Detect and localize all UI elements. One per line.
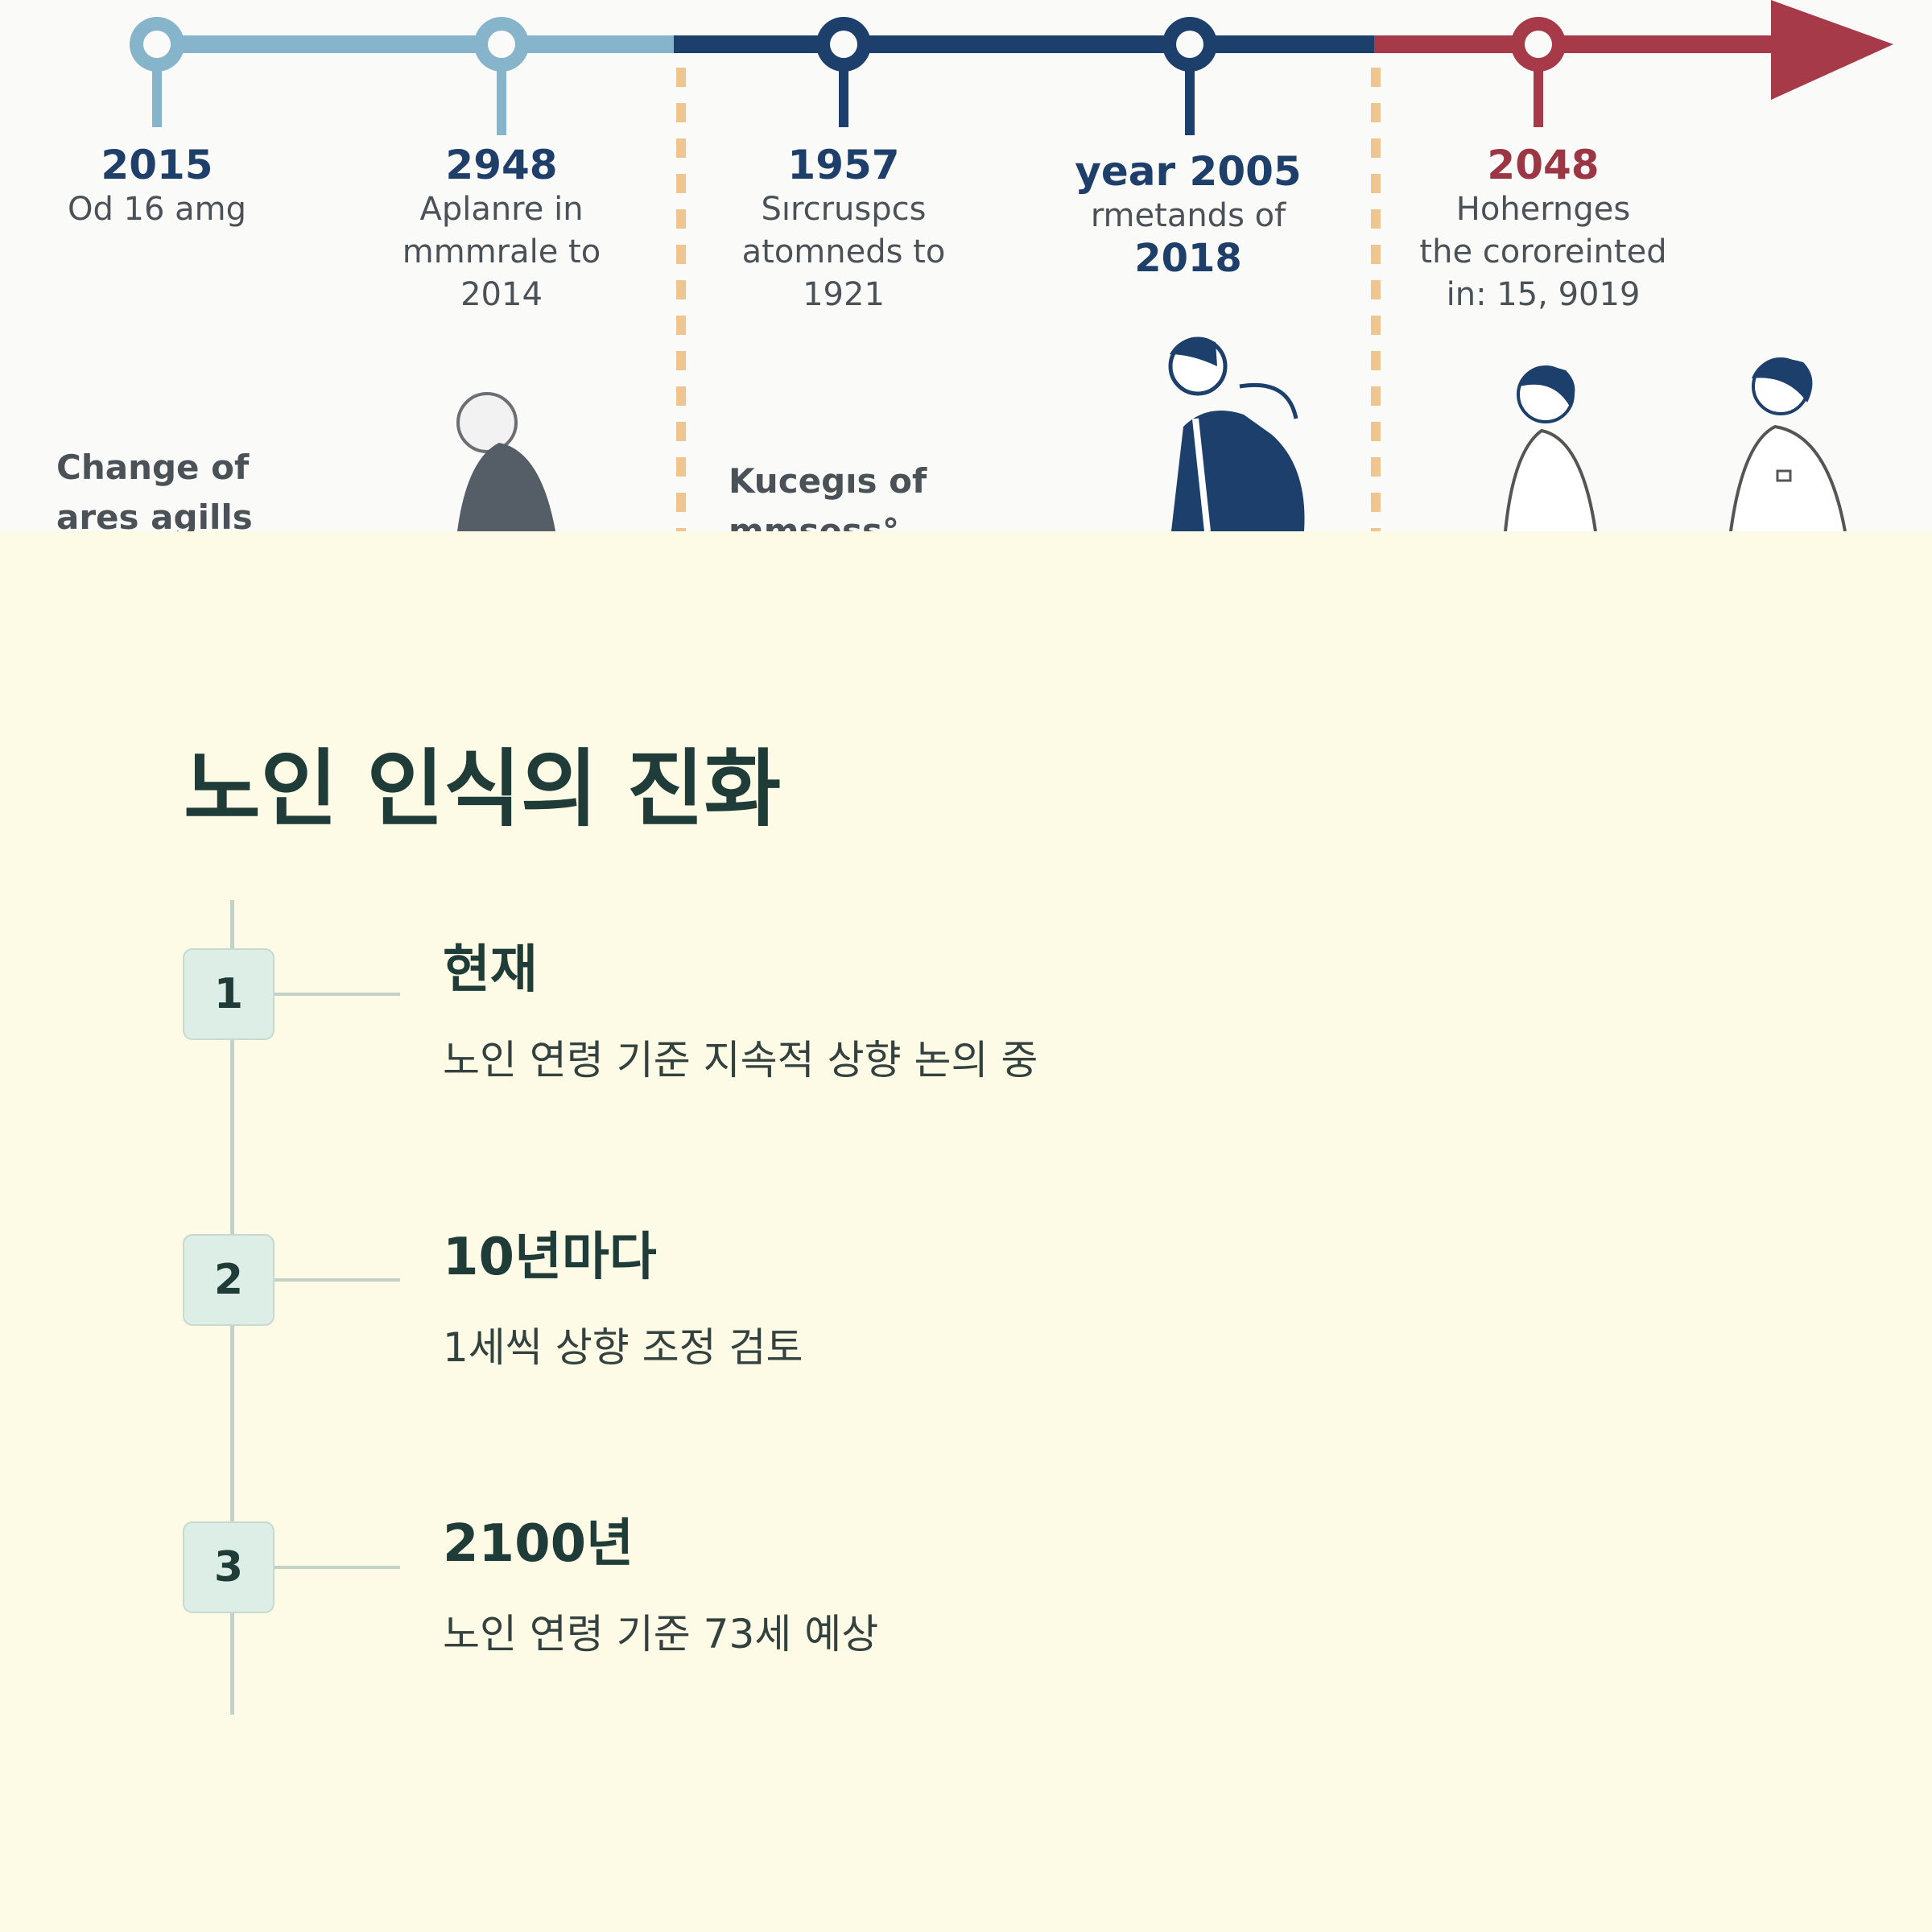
woman-illustration-1 bbox=[1504, 365, 1597, 531]
event-text: Hohernges bbox=[1455, 191, 1631, 228]
step-heading: 10년마다 bbox=[443, 1228, 657, 1287]
step-connector bbox=[275, 993, 400, 996]
walking-man-illustration bbox=[1168, 336, 1305, 531]
event-year: 2015 bbox=[101, 142, 213, 188]
event-text: Sırcruspcs bbox=[761, 191, 927, 228]
woman-illustration-2 bbox=[1729, 357, 1847, 531]
event-year: 2048 bbox=[1487, 142, 1600, 188]
event-text: atomneds to bbox=[741, 233, 946, 270]
timeline-segment-past bbox=[157, 35, 674, 53]
timeline-infographic: 2015 Od 16 amg 2948 Aplanre in mmmrale t… bbox=[0, 0, 1932, 531]
timeline-segment-middle bbox=[674, 35, 1374, 53]
timeline-arrow-head bbox=[1771, 0, 1893, 100]
step-connector bbox=[275, 1278, 400, 1282]
step-number-badge: 2 bbox=[183, 1234, 275, 1326]
page-title: 노인 인식의 진화 bbox=[184, 740, 782, 838]
timeline-event-1: 2015 Od 16 amg bbox=[4, 142, 310, 231]
timeline-marker-4 bbox=[1162, 17, 1217, 135]
step-number-badge: 3 bbox=[183, 1521, 275, 1613]
event-text: rmetands of bbox=[1090, 197, 1286, 234]
event-text: the cororeinted bbox=[1419, 233, 1667, 270]
timeline-marker-2 bbox=[474, 17, 529, 135]
event-year: 2948 bbox=[445, 142, 558, 188]
step-description: 노인 연령 기준 지속적 상향 논의 중 bbox=[443, 1037, 1038, 1084]
timeline-event-3: 1957 Sırcruspcs atomneds to 1921 bbox=[691, 142, 997, 316]
event-text: mmmrale to bbox=[402, 233, 601, 270]
timeline-event-5: 2048 Hohernges the cororeinted in: 15, 9… bbox=[1382, 142, 1704, 316]
elderly-man-illustration bbox=[456, 392, 555, 531]
timeline-marker-1 bbox=[130, 17, 184, 127]
step-heading: 현재 bbox=[443, 940, 538, 1000]
timeline-segment-future bbox=[1374, 35, 1779, 53]
timeline-marker-5 bbox=[1511, 17, 1566, 127]
step-number-badge: 1 bbox=[183, 948, 275, 1040]
timeline-event-4: year 2005 rmetands of 2018 bbox=[1035, 148, 1341, 280]
timeline-graphic bbox=[130, 0, 1893, 531]
timeline-note-1: Change of ares agills bbox=[56, 448, 253, 531]
timeline-event-2: 2948 Aplanre in mmmrale to 2014 bbox=[349, 142, 654, 316]
event-year: 1957 bbox=[787, 142, 900, 188]
timeline-note-2: Kucegıs of mmsess° bbox=[729, 461, 927, 531]
event-text: 2018 bbox=[1134, 236, 1242, 281]
step-heading: 2100년 bbox=[443, 1514, 634, 1574]
step-description: 노인 연령 기준 73세 예상 bbox=[443, 1611, 879, 1657]
step-connector bbox=[275, 1566, 400, 1569]
step-description: 1세씩 상향 조정 검토 bbox=[443, 1324, 803, 1371]
event-year: year 2005 bbox=[1075, 148, 1302, 195]
event-text: Aplanre in bbox=[419, 191, 584, 228]
event-text: in: 15, 9019 bbox=[1446, 276, 1641, 313]
event-text: 2014 bbox=[460, 276, 543, 313]
timeline-marker-3 bbox=[816, 17, 871, 127]
event-text: 1921 bbox=[803, 276, 885, 313]
event-text: Od 16 amg bbox=[67, 191, 247, 228]
